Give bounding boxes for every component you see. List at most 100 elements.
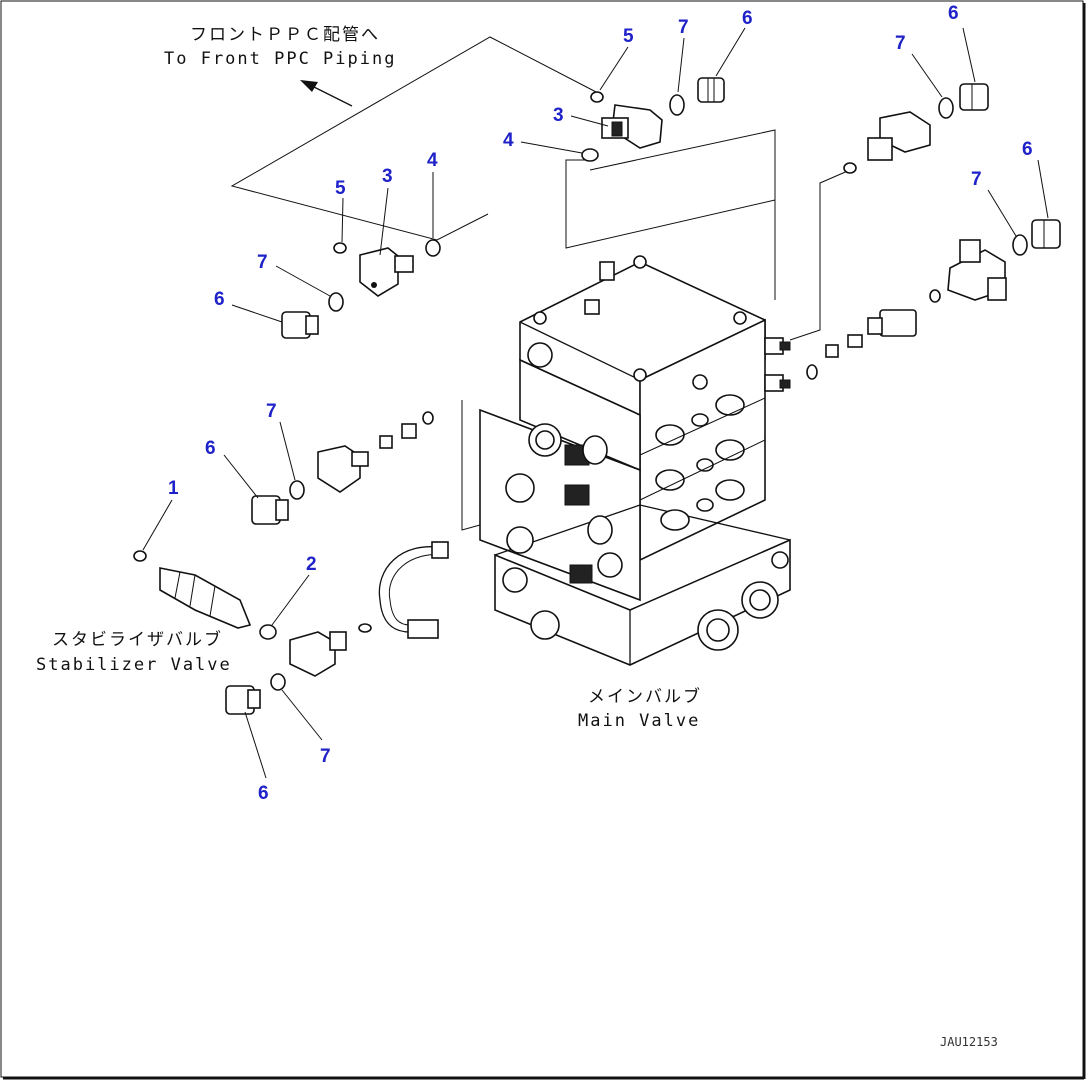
leader-6b	[962, 27, 976, 83]
wire-harness	[378, 546, 446, 633]
leader-3b	[379, 187, 389, 256]
link-left-line	[461, 400, 481, 531]
spool-1-inner	[535, 430, 555, 450]
callout-4a: 4	[503, 130, 514, 151]
callout-6c: 6	[1022, 139, 1033, 160]
side-fitting-2-nut	[779, 379, 791, 389]
spool-3	[506, 526, 534, 554]
leader-6d	[231, 304, 283, 323]
link-right-line	[789, 169, 851, 341]
port-small-1	[691, 413, 709, 427]
port-3	[655, 469, 685, 491]
callout-5b: 5	[335, 178, 346, 199]
leader-4a	[520, 141, 583, 154]
oring-5-top	[590, 91, 604, 103]
plug-6-left-thread	[305, 315, 319, 335]
solenoid-2	[564, 484, 590, 506]
caption-front-ppc-en: To Front PPC Piping	[164, 49, 396, 69]
plug-6-right-top	[959, 83, 989, 111]
bolt-3	[733, 311, 747, 325]
front-ppc-boundary	[230, 36, 601, 241]
callout-7e: 7	[266, 401, 277, 422]
main-valve-base-top	[494, 504, 791, 556]
callout-3b: 3	[382, 166, 393, 187]
bolt-2	[633, 368, 647, 382]
plug-6-left-mid-thread	[275, 499, 289, 521]
elbow-3-left-stub	[394, 255, 414, 273]
leader-1	[142, 499, 173, 551]
wire-clamp	[431, 541, 449, 559]
wire-harness-inner	[388, 553, 449, 626]
plug-6-right	[1031, 219, 1061, 249]
callout-7f: 7	[320, 746, 331, 767]
elbow-right-stub	[867, 137, 893, 161]
oring-right-small	[843, 162, 857, 174]
oring-5-left	[333, 242, 347, 254]
leader-6a	[715, 27, 746, 77]
base-port-3	[530, 610, 560, 640]
base-port-1-inner	[749, 589, 771, 611]
front-ppc-arrowhead	[300, 80, 318, 92]
adapter-right-stub	[867, 317, 883, 335]
caption-stabilizer-jp: スタビライザバルブ	[52, 629, 223, 650]
bolt-1	[533, 311, 547, 325]
small-seal	[358, 623, 372, 633]
callout-7a: 7	[678, 17, 689, 38]
top-fitting-1	[599, 261, 615, 281]
base-port-5	[771, 551, 789, 569]
oring-1	[133, 550, 147, 562]
elbow-3-left	[359, 247, 399, 297]
caption-main-valve-jp: メインバルブ	[588, 686, 702, 707]
tee-fitting-top	[959, 239, 981, 263]
bolt-5	[692, 374, 708, 390]
callout-6a: 6	[742, 8, 753, 29]
top-boss	[527, 342, 553, 368]
leader-7b	[911, 53, 943, 98]
callout-7b: 7	[895, 33, 906, 54]
leader-7d	[275, 265, 331, 297]
leader-2	[271, 574, 310, 626]
port-6	[715, 479, 745, 501]
spool-2	[505, 473, 535, 503]
leader-6c	[1037, 159, 1049, 219]
link-box-right	[589, 129, 776, 300]
callout-1: 1	[168, 478, 179, 499]
link-box-left	[565, 159, 776, 249]
leader-5a	[599, 46, 629, 91]
bolt-4	[633, 255, 647, 269]
callout-2: 2	[306, 554, 317, 575]
main-valve	[479, 255, 791, 666]
coil-2	[587, 515, 613, 545]
stabilizer-thread-2	[189, 574, 196, 607]
main-valve-upper-front	[519, 358, 641, 472]
port-2	[715, 394, 745, 416]
small-fitting-r2	[825, 344, 839, 358]
elbow-lower-stub	[329, 631, 347, 651]
callout-7d: 7	[257, 252, 268, 273]
callout-4b: 4	[427, 150, 438, 171]
base-port-4	[502, 567, 528, 593]
callout-5a: 5	[623, 26, 634, 47]
connector	[407, 619, 439, 639]
leader-6e	[223, 454, 259, 499]
solenoid-3	[569, 564, 593, 584]
callout-6b: 6	[948, 3, 959, 24]
coil-1	[582, 435, 608, 465]
base-port-2-inner	[706, 618, 730, 642]
callout-3a: 3	[553, 105, 564, 126]
oring-4-top	[581, 148, 599, 162]
elbow-left-mid	[317, 445, 361, 493]
elbow-lower	[289, 631, 336, 677]
port-small-3	[696, 498, 714, 512]
stabilizer-valve-body	[159, 567, 252, 629]
leader-6f	[244, 711, 267, 779]
small-fitting-r1	[847, 334, 863, 348]
oring-tee	[929, 289, 941, 303]
elbow-3-left-hole	[371, 282, 377, 288]
oring-2	[259, 624, 277, 640]
adapter-right	[879, 309, 917, 337]
callout-6f: 6	[258, 783, 269, 804]
port-1	[655, 424, 685, 446]
